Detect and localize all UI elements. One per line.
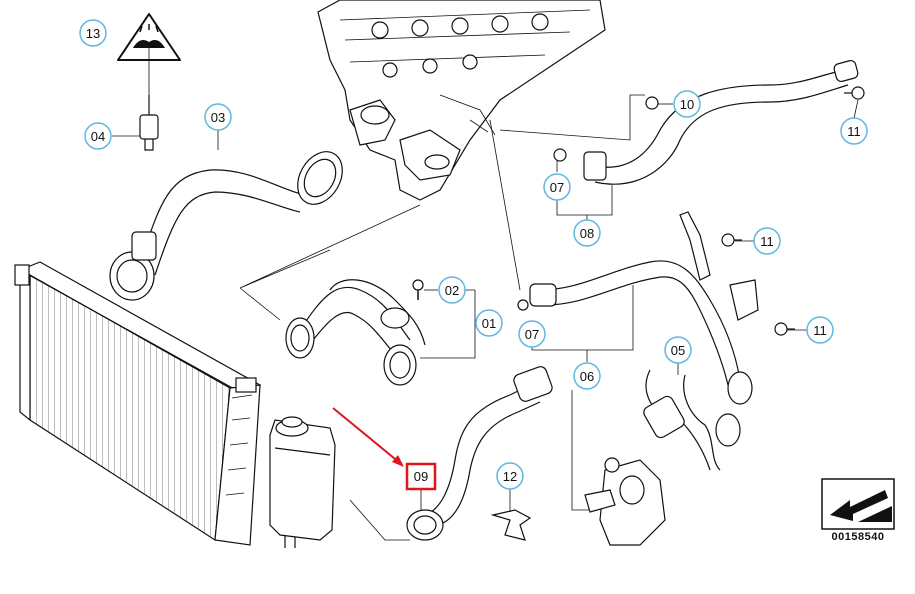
radiator [14, 261, 262, 546]
svg-text:04: 04 [91, 129, 105, 144]
callout-07-mid[interactable]: 07 [518, 320, 546, 348]
hose-06 [529, 211, 759, 405]
callout-05[interactable]: 05 [664, 336, 692, 364]
temperature-sensor [139, 95, 159, 151]
leader-lines [112, 48, 859, 541]
svg-text:13: 13 [86, 26, 100, 41]
svg-text:08: 08 [580, 226, 594, 241]
svg-text:07: 07 [525, 327, 539, 342]
callout-02[interactable]: 02 [438, 276, 466, 304]
bolt-set [517, 86, 865, 336]
callout-08[interactable]: 08 [573, 219, 601, 247]
callout-11-mid[interactable]: 11 [753, 227, 781, 255]
engine-cylinder-head [317, 0, 606, 201]
diagram-reference-code: 00158540 [831, 531, 885, 543]
expansion-tank [269, 416, 336, 548]
svg-text:11: 11 [760, 234, 774, 249]
svg-text:03: 03 [211, 110, 225, 125]
callout-13[interactable]: 13 [79, 19, 107, 47]
svg-text:01: 01 [482, 316, 496, 331]
svg-text:09: 09 [414, 469, 428, 484]
hose-09 [406, 366, 553, 541]
hose-01 [285, 279, 426, 386]
electric-water-pump [584, 457, 666, 546]
svg-text:12: 12 [503, 469, 517, 484]
svg-text:02: 02 [445, 283, 459, 298]
svg-text:11: 11 [847, 124, 861, 139]
callout-12[interactable]: 12 [496, 462, 524, 490]
svg-text:11: 11 [813, 323, 827, 338]
callout-07-top[interactable]: 07 [543, 173, 571, 201]
highlighted-part-09[interactable]: 09 [405, 462, 437, 491]
callout-11-low[interactable]: 11 [806, 316, 834, 344]
hose-03 [109, 151, 343, 301]
svg-text:05: 05 [671, 343, 685, 358]
svg-text:07: 07 [550, 180, 564, 195]
coolant-pipe-08 [553, 59, 859, 185]
svg-text:10: 10 [680, 97, 694, 112]
callout-03[interactable]: 03 [204, 103, 232, 131]
direction-arrow-icon [821, 478, 895, 530]
callout-11-top[interactable]: 11 [840, 117, 868, 145]
callout-04[interactable]: 04 [84, 122, 112, 150]
callout-06[interactable]: 06 [573, 362, 601, 390]
svg-text:06: 06 [580, 369, 594, 384]
callout-01[interactable]: 01 [475, 309, 503, 337]
hose-clip [490, 509, 532, 541]
highlight-arrow [332, 407, 404, 467]
hose-05 [643, 369, 741, 471]
callout-10[interactable]: 10 [673, 90, 701, 118]
